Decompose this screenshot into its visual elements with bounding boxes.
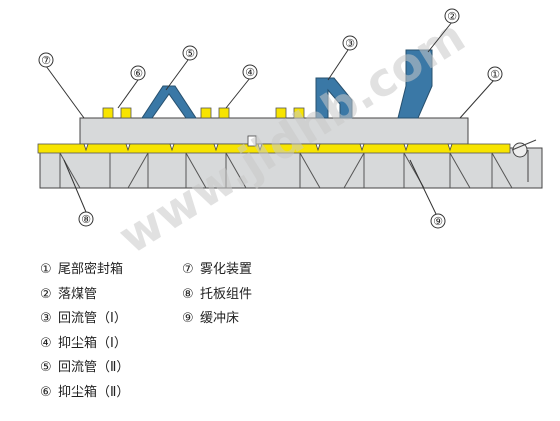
- legend-left: ① 尾部密封箱 ② 落煤管 ③ 回流管（Ⅰ） ④ 抑尘箱（Ⅰ） ⑤ 回流管（Ⅱ） ⑥ 抑尘箱…: [40, 258, 129, 405]
- leader-lines: [45, 21, 495, 215]
- legend-text: 回流管（Ⅱ）: [58, 360, 130, 375]
- legend-item-9: ⑨ 缓冲床: [182, 307, 252, 332]
- dust-box-3a: [275, 107, 287, 119]
- seal-box-housing: [79, 117, 469, 145]
- return-pipe-1: [315, 77, 353, 119]
- legend-item-4: ④ 抑尘箱（Ⅰ）: [40, 332, 129, 357]
- return-pipe-2: [141, 85, 197, 119]
- legend-num: ⑤: [40, 360, 52, 375]
- legend-item-6: ⑥ 抑尘箱（Ⅱ）: [40, 381, 129, 406]
- legend-text: 尾部密封箱: [58, 262, 124, 277]
- callout-3: ③: [345, 37, 355, 50]
- legend-text: 抑尘箱（Ⅱ）: [58, 384, 130, 400]
- legend-item-7: ⑦ 雾化装置: [182, 258, 252, 283]
- legend-item-1: ① 尾部密封箱: [40, 258, 129, 283]
- conveyor-belt: [37, 143, 511, 154]
- callout-circle-4: [242, 64, 258, 80]
- callout-7: ⑦: [41, 54, 51, 67]
- legend-right: ⑦ 雾化装置 ⑧ 托板组件 ⑨ 缓冲床: [182, 258, 252, 332]
- dust-box-1a: [200, 107, 212, 119]
- legend-item-2: ② 落煤管: [40, 283, 129, 308]
- legend-item-5: ⑤ 回流管（Ⅱ）: [40, 356, 129, 381]
- callout-circle-7: [38, 52, 54, 68]
- callout-2: ②: [447, 10, 457, 23]
- support-braces: [59, 152, 513, 189]
- legend-item-3: ③ 回流管（Ⅰ）: [40, 307, 129, 332]
- coal-chute: [397, 49, 433, 119]
- callout-circle-8: [78, 211, 94, 227]
- callout-9: ⑨: [433, 215, 443, 228]
- legend-num: ⑦: [182, 262, 194, 277]
- dust-box-2a: [102, 107, 114, 119]
- callout-8: ⑧: [81, 213, 91, 226]
- legend-num: ①: [40, 262, 52, 277]
- legend-num: ④: [40, 335, 52, 351]
- pulley-arm: [511, 139, 537, 151]
- callout-6: ⑥: [133, 67, 143, 80]
- legend-text: 抑尘箱（Ⅰ）: [58, 335, 127, 351]
- callout-4: ④: [245, 66, 255, 79]
- dust-box-1b: [218, 107, 230, 119]
- callout-group: ⑦ ⑥ ⑤ ④ ③ ② ① ⑧ ⑨: [38, 8, 503, 229]
- dust-box-3b: [293, 107, 305, 119]
- legend-num: ⑨: [182, 311, 194, 326]
- legend-num: ⑥: [40, 384, 52, 400]
- callout-circle-5: [182, 45, 198, 61]
- callout-circle-2: [444, 8, 460, 24]
- dust-box-2b: [120, 107, 132, 119]
- callout-5: ⑤: [185, 47, 195, 60]
- legend-text: 雾化装置: [200, 262, 253, 277]
- legend-num: ⑧: [182, 286, 194, 302]
- legend-text: 落煤管: [58, 286, 98, 302]
- callout-circle-9: [430, 213, 446, 229]
- legend-text: 托板组件: [200, 286, 253, 302]
- callout-circle-6: [130, 65, 146, 81]
- legend-item-8: ⑧ 托板组件: [182, 283, 252, 308]
- legend-num: ②: [40, 286, 52, 302]
- callout-1: ①: [490, 68, 500, 81]
- callout-circle-1: [487, 66, 503, 82]
- conveyor-diagram: www.jldhb.com ⑦ ⑥ ⑤ ④ ③ ② ① ⑧ ⑨: [37, 8, 543, 260]
- inspection-door: [247, 135, 257, 147]
- legend-num: ③: [40, 311, 52, 326]
- callout-circle-3: [342, 35, 358, 51]
- legend-text: 回流管（Ⅰ）: [58, 311, 127, 326]
- legend-text: 缓冲床: [200, 311, 240, 326]
- spray-nozzles: [83, 143, 453, 152]
